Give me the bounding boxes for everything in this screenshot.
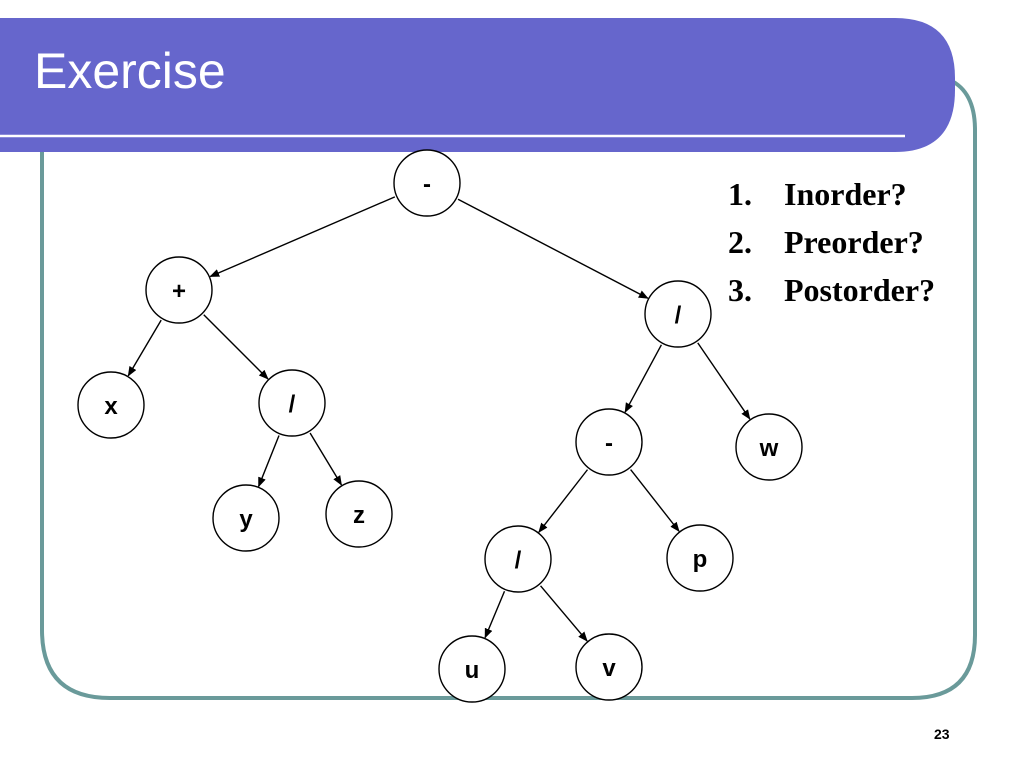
tree-node-circle xyxy=(575,408,643,476)
tree-node-circle xyxy=(575,633,643,701)
tree-edge-root-div1 xyxy=(457,198,649,299)
question-list: 1. Inorder? 2. Preorder? 3. Postorder? xyxy=(728,172,935,316)
tree-node-label: p xyxy=(693,546,708,573)
tree-edge-plus-div2 xyxy=(203,314,269,380)
tree-node-label: x xyxy=(104,393,118,420)
tree-node-div2: / xyxy=(258,369,326,437)
tree-edge-div2-y xyxy=(257,435,280,488)
tree-node-label: / xyxy=(289,391,296,418)
tree-node-circle xyxy=(484,525,552,593)
content-frame xyxy=(40,78,977,700)
tree-node-label: - xyxy=(605,430,613,457)
tree-node-label: v xyxy=(602,655,616,682)
tree-node-v: v xyxy=(575,633,643,701)
tree-node-label: y xyxy=(239,506,253,533)
tree-node-div3: / xyxy=(484,525,552,593)
question-number: 1. xyxy=(728,176,752,212)
tree-node-div1: / xyxy=(644,280,712,348)
tree-node-label: z xyxy=(353,502,365,529)
tree-node-circle xyxy=(258,369,326,437)
tree-node-circle xyxy=(666,524,734,592)
tree-node-circle xyxy=(325,480,393,548)
tree-edge-minus2-p xyxy=(630,469,680,533)
tree-node-p: p xyxy=(666,524,734,592)
tree-node-minus2: - xyxy=(575,408,643,476)
slide-title: Exercise xyxy=(34,43,226,99)
question-text: Postorder? xyxy=(784,272,936,308)
tree-node-w: w xyxy=(735,413,803,481)
tree-node-circle xyxy=(145,256,213,324)
tree-edge-div3-u xyxy=(484,591,506,639)
tree-node-label: w xyxy=(759,435,779,462)
tree-node-circle xyxy=(393,149,461,217)
tree-edge-div2-z xyxy=(309,432,343,486)
question-number: 3. xyxy=(728,272,752,308)
tree-node-label: u xyxy=(465,657,480,684)
tree-edges xyxy=(127,196,751,642)
tree-edge-minus2-div3 xyxy=(538,469,589,533)
tree-edge-div3-v xyxy=(540,585,588,642)
tree-node-y: y xyxy=(212,484,280,552)
question-text: Preorder? xyxy=(784,224,924,260)
tree-node-circle xyxy=(77,371,145,439)
question-number: 2. xyxy=(728,224,752,260)
tree-node-circle xyxy=(735,413,803,481)
question-item: 3. Postorder? xyxy=(728,268,935,316)
tree-node-circle xyxy=(212,484,280,552)
tree-nodes: - + / x / y z - w / p u v xyxy=(77,149,803,703)
question-item: 2. Preorder? xyxy=(728,220,935,268)
tree-node-root: - xyxy=(393,149,461,217)
tree-edge-plus-x xyxy=(127,319,162,377)
page-number: 23 xyxy=(934,726,950,742)
tree-node-u: u xyxy=(438,635,506,703)
tree-node-label: / xyxy=(515,547,522,574)
question-text: Inorder? xyxy=(784,176,907,212)
tree-node-circle xyxy=(644,280,712,348)
tree-edge-div1-minus2 xyxy=(624,344,663,413)
tree-edge-root-plus xyxy=(209,196,396,278)
tree-node-label: / xyxy=(675,302,682,329)
question-item: 1. Inorder? xyxy=(728,172,935,220)
tree-edge-div1-w xyxy=(697,342,751,420)
tree-node-label: + xyxy=(172,278,186,305)
tree-node-plus: + xyxy=(145,256,213,324)
tree-node-circle xyxy=(438,635,506,703)
tree-node-x: x xyxy=(77,371,145,439)
tree-node-label: - xyxy=(423,171,431,198)
title-bar xyxy=(0,18,955,152)
tree-node-z: z xyxy=(325,480,393,548)
